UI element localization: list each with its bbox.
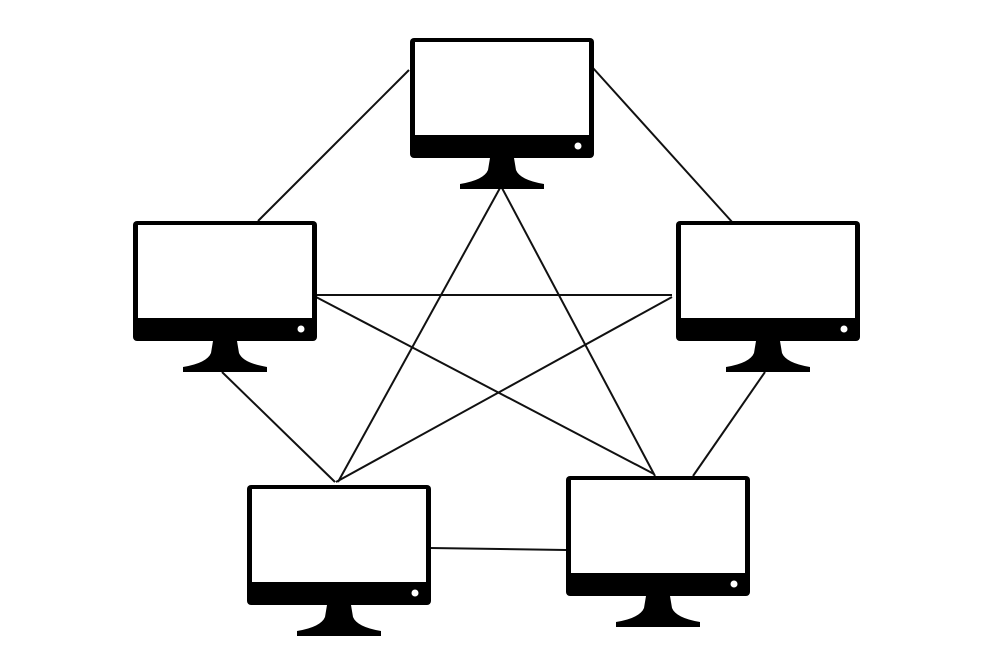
monitor-stand	[183, 341, 267, 372]
link-left-to-bottom-left	[221, 371, 336, 483]
network-nodes	[133, 38, 860, 636]
link-top-to-bottom-right	[501, 187, 656, 477]
desktop-monitor-icon-bottom-left	[247, 485, 431, 636]
network-links	[221, 67, 766, 551]
link-top-to-right	[592, 67, 734, 224]
link-left-to-bottom-right	[315, 296, 655, 475]
monitor-screen	[138, 225, 312, 318]
monitor-stand	[297, 605, 381, 636]
desktop-monitor-icon-right	[676, 221, 860, 372]
link-right-to-bottom-left	[335, 296, 673, 483]
power-led-icon	[840, 325, 848, 333]
power-led-icon	[574, 142, 582, 150]
link-right-to-bottom-right	[692, 371, 766, 477]
monitor-stand	[616, 596, 700, 627]
desktop-monitor-icon-bottom-right	[566, 476, 750, 627]
monitor-screen	[415, 42, 589, 135]
link-bottom-left-to-bottom-right	[429, 547, 567, 551]
monitor-screen	[681, 225, 855, 318]
power-led-icon	[297, 325, 305, 333]
desktop-monitor-icon-top	[410, 38, 594, 189]
desktop-monitor-icon-left	[133, 221, 317, 372]
monitor-stand	[726, 341, 810, 372]
monitor-screen	[252, 489, 426, 582]
monitor-screen	[571, 480, 745, 573]
power-led-icon	[730, 580, 738, 588]
link-top-to-bottom-left	[337, 187, 501, 483]
link-top-to-left	[257, 69, 410, 222]
monitor-stand	[460, 158, 544, 189]
power-led-icon	[411, 589, 419, 597]
